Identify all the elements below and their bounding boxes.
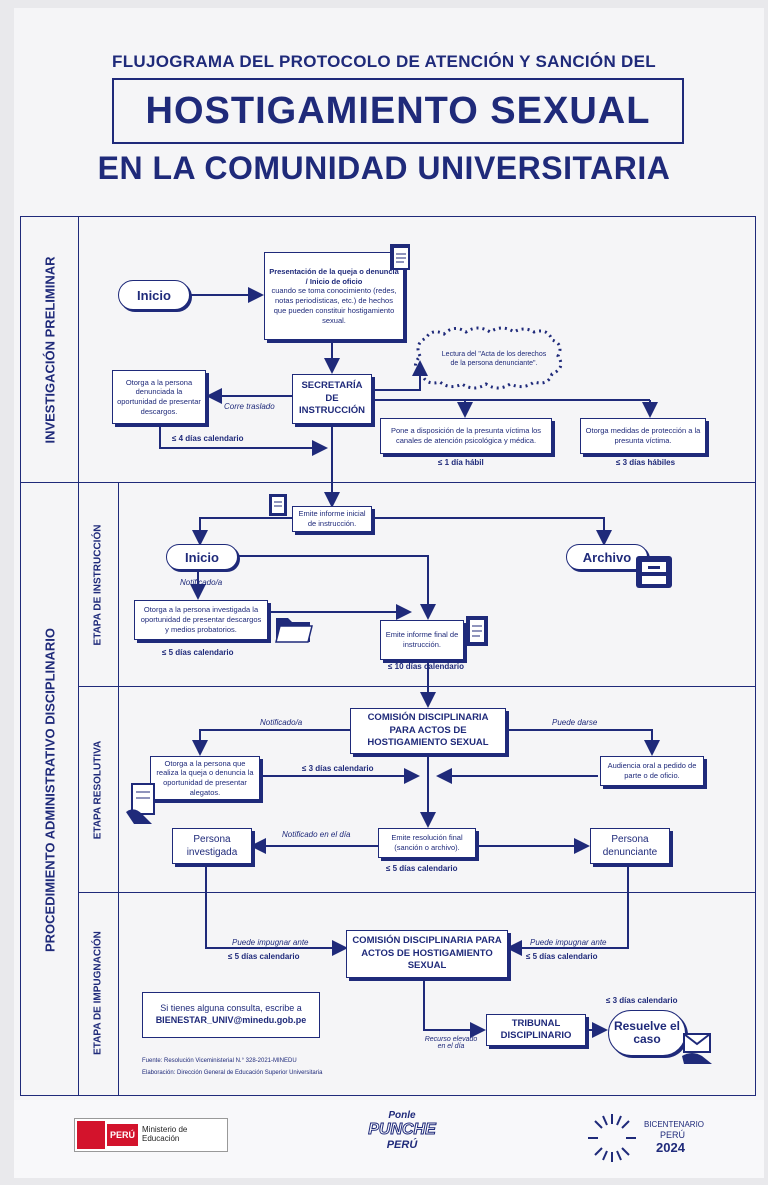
node-informe-inicial: Emite informe inicial de instrucción. bbox=[292, 506, 372, 532]
label-notificado-dia: Notificado en el día bbox=[282, 830, 351, 839]
node-resolucion-final-text: Emite resolución final (sanción o archiv… bbox=[391, 833, 463, 852]
node-medidas-text: Otorga medidas de protección a la presun… bbox=[585, 426, 701, 445]
label-3-dias-habiles: ≤ 3 días hábiles bbox=[616, 458, 676, 467]
node-inicio-1-text: Inicio bbox=[137, 287, 171, 303]
sunburst-icon bbox=[588, 1114, 636, 1162]
title-main: HOSTIGAMIENTO SEXUAL bbox=[112, 78, 684, 144]
node-comision-2: COMISIÓN DISCIPLINARIA PARA ACTOS DE HOS… bbox=[346, 930, 508, 978]
peru-label: PERÚ bbox=[107, 1124, 139, 1146]
node-resuelve: Resuelve el caso bbox=[608, 1010, 686, 1056]
node-lectura-text: Lectura del "Acta de los derechos de la … bbox=[441, 351, 547, 368]
flowchart-frame bbox=[20, 216, 756, 1096]
node-pone-disposicion: Pone a disposición de la presunta víctim… bbox=[380, 418, 552, 454]
label-4-dias: ≤ 4 días calendario bbox=[172, 434, 244, 443]
node-secretaria: SECRETARÍA DE INSTRUCCIÓN bbox=[292, 374, 372, 424]
label-5-dias-c: ≤ 5 días calendario bbox=[228, 952, 300, 961]
node-comision-1-text: COMISIÓN DISCIPLINARIA PARA ACTOS DE HOS… bbox=[367, 712, 489, 749]
node-audiencia: Audiencia oral a pedido de parte o de of… bbox=[600, 756, 704, 786]
document-icon bbox=[266, 492, 292, 522]
document-icon bbox=[462, 614, 492, 654]
node-pone-disposicion-text: Pone a disposición de la presunta víctim… bbox=[390, 426, 542, 445]
node-informe-inicial-text: Emite informe inicial de instrucción. bbox=[298, 509, 366, 528]
lane-divider-2 bbox=[78, 686, 756, 687]
label-10-dias: ≤ 10 días calendario bbox=[388, 662, 464, 671]
lane-col-1 bbox=[78, 216, 79, 482]
node-lectura: Lectura del "Acta de los derechos de la … bbox=[438, 350, 550, 368]
poster-sheet bbox=[14, 8, 764, 1178]
node-tribunal: TRIBUNAL DISCIPLINARIO bbox=[486, 1014, 586, 1046]
node-inicio-2-text: Inicio bbox=[185, 549, 219, 565]
node-otorga-descargos-text: Otorga a la persona denunciada la oportu… bbox=[117, 377, 201, 416]
label-notificado-2: Notificado/a bbox=[260, 718, 303, 727]
lane-col-3 bbox=[118, 482, 119, 1096]
node-inicio-1: Inicio bbox=[118, 280, 190, 310]
node-presentacion-title: Presentación de la queja o denuncia / In… bbox=[269, 266, 399, 286]
label-impugnar-der: Puede impugnar ante bbox=[530, 938, 607, 947]
node-comision-2-text: COMISIÓN DISCIPLINARIA PARA ACTOS DE HOS… bbox=[352, 935, 502, 972]
label-3-dias-d: ≤ 3 días calendario bbox=[606, 996, 678, 1005]
bicentenario-peru: PERÚ bbox=[660, 1130, 686, 1140]
shield-icon bbox=[77, 1121, 105, 1149]
node-tribunal-text: TRIBUNAL DISCIPLINARIO bbox=[500, 1017, 572, 1041]
punche-top: Ponle bbox=[388, 1110, 416, 1121]
punche-mid: PUNCHE bbox=[368, 1121, 437, 1139]
node-resuelve-text: Resuelve el caso bbox=[613, 1018, 681, 1046]
bicentenario-label: BICENTENARIO bbox=[644, 1120, 705, 1129]
node-persona-denunciante: Persona denunciante bbox=[590, 828, 670, 864]
node-inicio-2: Inicio bbox=[166, 544, 238, 570]
node-persona-denunciante-text: Persona denunciante bbox=[602, 834, 658, 858]
label-corre-traslado: Corre traslado bbox=[224, 402, 275, 411]
node-informe-final-text: Emite informe final de instrucción. bbox=[385, 630, 459, 649]
node-archivo-text: Archivo bbox=[582, 549, 632, 565]
label-5-dias-a: ≤ 5 días calendario bbox=[162, 648, 234, 657]
label-5-dias-b: ≤ 5 días calendario bbox=[386, 864, 458, 873]
document-icon bbox=[386, 242, 416, 278]
node-audiencia-text: Audiencia oral a pedido de parte o de of… bbox=[607, 761, 697, 780]
node-otorga-investigada: Otorga a la persona investigada la oport… bbox=[134, 600, 268, 640]
node-comision-1: COMISIÓN DISCIPLINARIA PARA ACTOS DE HOS… bbox=[350, 708, 506, 754]
node-archivo: Archivo bbox=[566, 544, 648, 570]
bicentenario-logo: BICENTENARIO PERÚ 2024 bbox=[584, 1110, 714, 1166]
envelope-hand-icon bbox=[680, 1028, 716, 1066]
node-resolucion-final: Emite resolución final (sanción o archiv… bbox=[378, 828, 476, 858]
minedu-logo: PERÚ Ministerio de Educación bbox=[74, 1118, 228, 1152]
label-puede-darse: Puede darse bbox=[552, 718, 598, 727]
title-line-3: EN LA COMUNIDAD UNIVERSITARIA bbox=[97, 150, 671, 186]
source-elaboracion: Elaboración: Dirección General de Educac… bbox=[142, 1070, 323, 1076]
paper-hand-icon bbox=[124, 782, 160, 830]
contact-line-1: Si tienes alguna consulta, escribe a bbox=[160, 1003, 302, 1014]
punche-logo: Ponle PUNCHE PERÚ bbox=[352, 1110, 452, 1166]
punche-bot: PERÚ bbox=[386, 1139, 418, 1151]
title-line-1: FLUJOGRAMA DEL PROTOCOLO DE ATENCIÓN Y S… bbox=[112, 52, 656, 71]
node-otorga-queja-text: Otorga a la persona que realiza la queja… bbox=[156, 758, 254, 797]
node-presentacion-body: cuando se toma conocimiento (redes, nota… bbox=[271, 286, 397, 325]
label-1-dia: ≤ 1 día hábil bbox=[438, 458, 484, 467]
lane-col-2 bbox=[78, 482, 79, 1096]
label-5-dias-d: ≤ 5 días calendario bbox=[526, 952, 598, 961]
title-main-text: HOSTIGAMIENTO SEXUAL bbox=[145, 89, 651, 132]
node-otorga-descargos: Otorga a la persona denunciada la oportu… bbox=[112, 370, 206, 424]
node-otorga-queja: Otorga a la persona que realiza la queja… bbox=[150, 756, 260, 800]
lane-divider-1 bbox=[20, 482, 756, 483]
node-persona-investigada: Persona investigada bbox=[172, 828, 252, 864]
lane-divider-3 bbox=[78, 892, 756, 893]
label-recurso: Recurso elevado en el día bbox=[424, 1036, 478, 1050]
label-3-dias-calendario: ≤ 3 días calendario bbox=[302, 764, 374, 773]
ministerio-label: Ministerio de Educación bbox=[142, 1125, 188, 1143]
node-presentacion: Presentación de la queja o denuncia / In… bbox=[264, 252, 404, 340]
node-informe-final: Emite informe final de instrucción. bbox=[380, 620, 464, 660]
label-impugnar-izq: Puede impugnar ante bbox=[232, 938, 309, 947]
archive-box-icon bbox=[632, 550, 676, 592]
bicentenario-year: 2024 bbox=[656, 1140, 685, 1155]
folder-icon bbox=[274, 610, 314, 646]
node-medidas: Otorga medidas de protección a la presun… bbox=[580, 418, 706, 454]
label-notificado-1: Notificado/a bbox=[180, 578, 223, 587]
node-secretaria-text: SECRETARÍA DE INSTRUCCIÓN bbox=[299, 380, 365, 417]
contact-box: Si tienes alguna consulta, escribe a BIE… bbox=[142, 992, 320, 1038]
node-persona-investigada-text: Persona investigada bbox=[186, 834, 238, 858]
source-fuente: Fuente: Resolución Viceministerial N.° 3… bbox=[142, 1058, 297, 1064]
node-otorga-investigada-text: Otorga a la persona investigada la oport… bbox=[140, 605, 262, 634]
contact-email[interactable]: BIENESTAR_UNIV@minedu.gob.pe bbox=[155, 1015, 307, 1025]
